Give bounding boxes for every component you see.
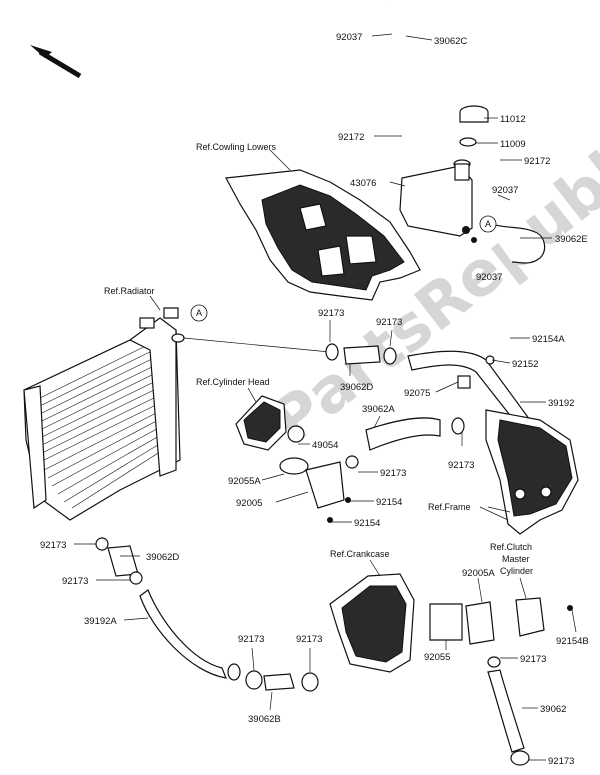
part-label: 39062A [362, 404, 395, 415]
ref-frame: Ref.Frame [428, 502, 471, 512]
front-direction-arrow-icon [30, 45, 82, 79]
ref-cowling-lowers: Ref.Cowling Lowers [196, 142, 277, 152]
leader-lines [74, 33, 577, 761]
part-label: 49054 [312, 440, 338, 451]
part-label: 92173 [62, 576, 88, 587]
cowling-lowers [225, 169, 421, 301]
part-label: 92037 [492, 185, 518, 196]
part-label: 92154B [556, 636, 589, 647]
part-label: 92172 [524, 156, 550, 167]
part-label: 92154A [532, 334, 565, 345]
part-label: 92172 [338, 132, 364, 143]
part-label: 92173 [380, 468, 406, 479]
thermostat-assembly [235, 395, 465, 523]
part-label: 92055A [228, 476, 261, 487]
radiator-lower-hose [95, 537, 319, 692]
reservoir-tank [370, 4, 546, 264]
crankcase [329, 573, 573, 673]
radiator [23, 307, 185, 521]
part-label: 92005A [462, 568, 495, 579]
svg-text:A: A [196, 308, 202, 318]
part-label: 39062 [540, 704, 566, 715]
callout-ref-a-top: A [479, 215, 497, 233]
part-label: 92173 [376, 317, 402, 328]
ref-cylinder-head: Ref.Cylinder Head [196, 377, 270, 387]
part-label: 92173 [520, 654, 546, 665]
part-label: 39062D [340, 382, 373, 393]
part-label: 92173 [548, 756, 574, 767]
ref-clutch-line-1: Ref.Clutch [490, 542, 532, 552]
svg-text:A: A [485, 219, 491, 229]
part-label: 92005 [236, 498, 262, 509]
part-label: 11012 [500, 114, 526, 125]
part-label: 39062D [146, 552, 179, 563]
ref-clutch-line-2: Master [502, 554, 530, 564]
part-label: 39192 [548, 398, 574, 409]
ref-radiator: Ref.Radiator [104, 286, 155, 296]
part-label: 92173 [238, 634, 264, 645]
part-label: 92152 [512, 359, 538, 370]
radiator-upper-hose [183, 337, 397, 365]
part-label: 43076 [350, 178, 376, 189]
part-label: 39062C [434, 36, 467, 47]
frame-bracket [485, 409, 579, 535]
part-label: 92154 [354, 518, 380, 529]
part-label: 92037 [336, 32, 362, 43]
part-label: 92173 [296, 634, 322, 645]
part-label: 39062E [555, 234, 588, 245]
part-label: 39192A [84, 616, 117, 627]
clutch-cooler-hose [487, 656, 530, 766]
part-label: 39062B [248, 714, 281, 725]
part-label: 92173 [40, 540, 66, 551]
part-label: 92154 [376, 497, 402, 508]
part-label: 92173 [318, 308, 344, 319]
ref-clutch-line-3: Cylinder [500, 566, 533, 576]
part-label: 11009 [500, 139, 526, 150]
callout-ref-a-radiator: A [190, 304, 208, 322]
ref-crankcase: Ref.Crankcase [330, 549, 390, 559]
part-label: 92173 [448, 460, 474, 471]
part-label: 92055 [424, 652, 450, 663]
part-label: 92037 [476, 272, 502, 283]
part-label: 92075 [404, 388, 430, 399]
